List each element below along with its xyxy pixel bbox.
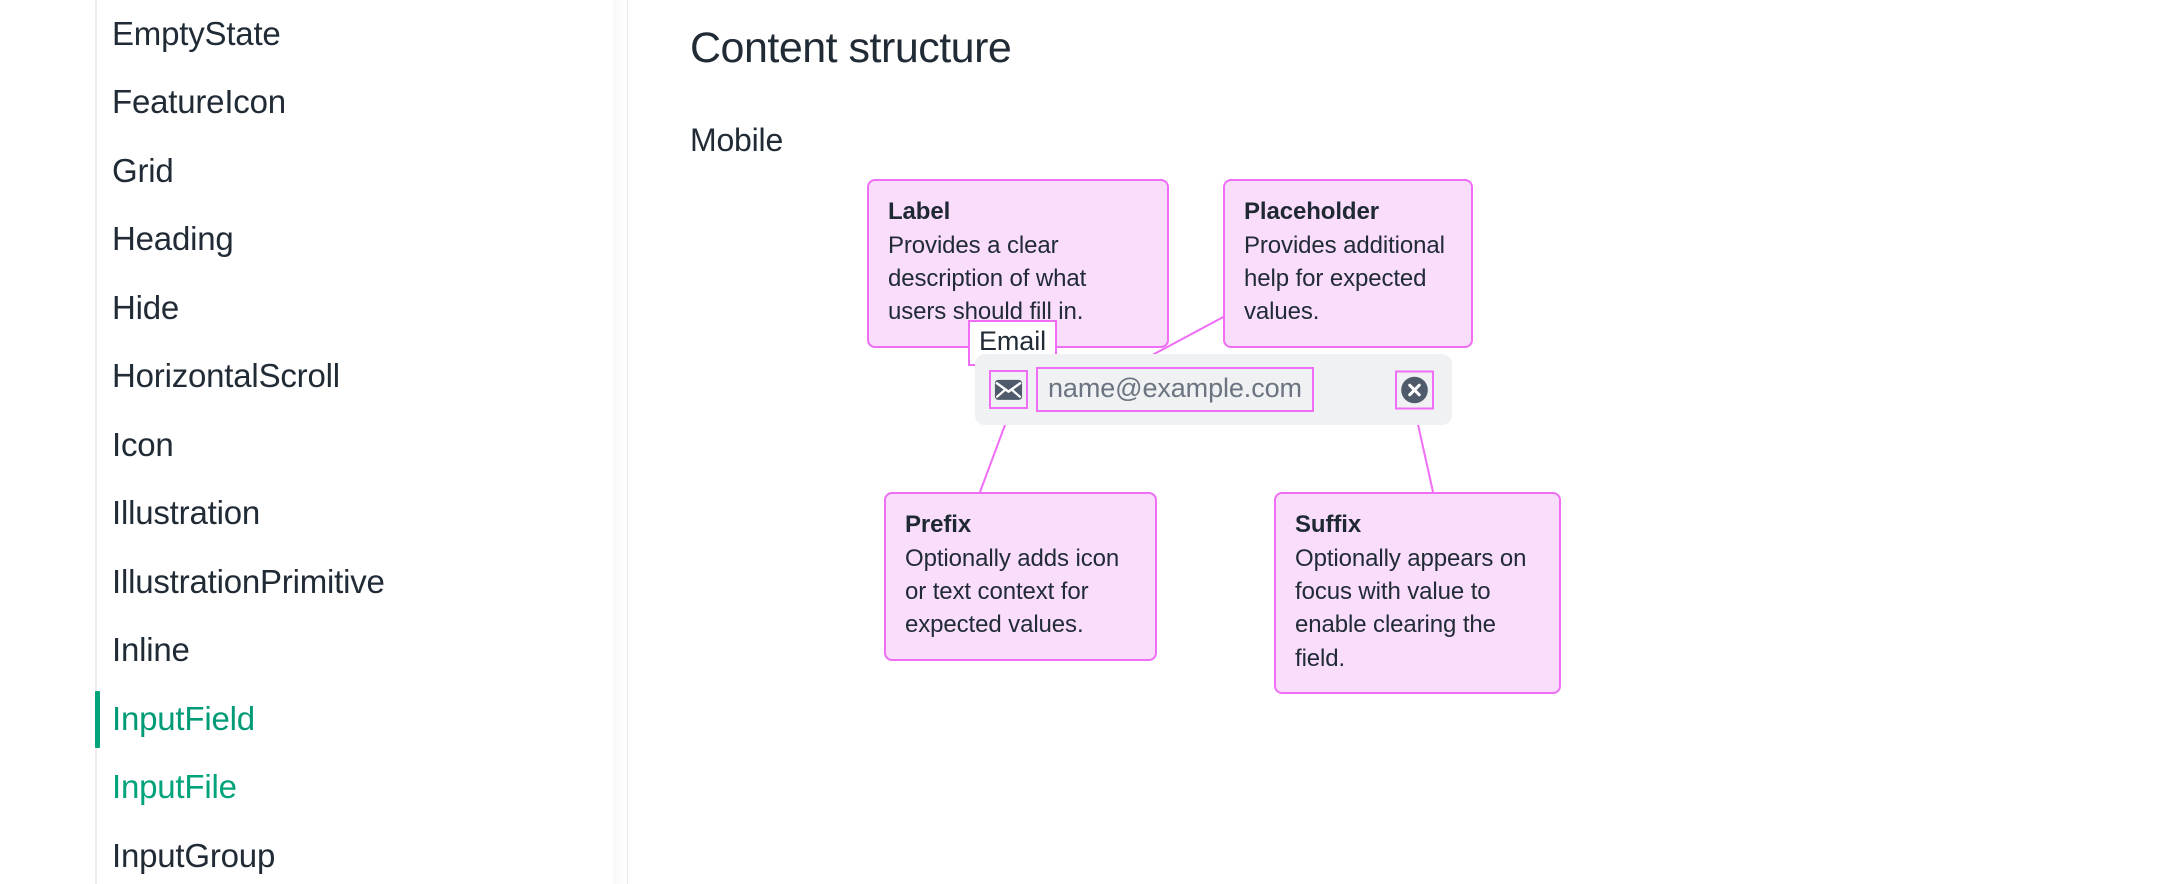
sidebar-item-inputgroup[interactable]: InputGroup <box>0 822 627 884</box>
callout-description: Provides additional help for expected va… <box>1244 232 1445 326</box>
input-placeholder-highlight: name@example.com <box>1036 366 1314 413</box>
input-field[interactable]: name@example.com <box>975 354 1452 425</box>
sidebar-item-label: HorizontalScroll <box>112 357 340 395</box>
sidebar-nav-list: EmptyState FeatureIcon Grid Heading Hide… <box>0 0 627 884</box>
callout-description: Optionally appears on focus with value t… <box>1295 545 1527 672</box>
page-title: Content structure <box>690 24 1012 72</box>
sidebar-item-inputfile[interactable]: InputFile <box>0 754 627 823</box>
callout-title: Label <box>888 198 951 225</box>
sidebar-item-horizontalscroll[interactable]: HorizontalScroll <box>0 343 627 412</box>
callout-placeholder: Placeholder Provides additional help for… <box>1223 179 1473 348</box>
sidebar-item-icon[interactable]: Icon <box>0 411 627 480</box>
callout-prefix: Prefix Optionally adds icon or text cont… <box>884 492 1157 661</box>
callout-title: Suffix <box>1295 511 1362 538</box>
input-prefix-highlight <box>989 370 1028 409</box>
mail-icon <box>994 379 1023 400</box>
content-structure-diagram: Label Provides a clear description of wh… <box>628 0 2178 884</box>
sidebar-item-grid[interactable]: Grid <box>0 137 627 206</box>
sidebar-item-label: EmptyState <box>112 14 281 52</box>
main-content: Content structure Mobile Label Provides … <box>628 0 2178 884</box>
sidebar-rail <box>95 0 97 884</box>
input-field-label-text: Email <box>979 326 1047 356</box>
sidebar-item-label: Grid <box>112 151 174 189</box>
sidebar-item-featureicon[interactable]: FeatureIcon <box>0 69 627 138</box>
clear-circle-icon[interactable] <box>1399 374 1430 405</box>
sidebar-item-label: Icon <box>112 425 174 463</box>
component-sidebar: EmptyState FeatureIcon Grid Heading Hide… <box>0 0 628 884</box>
connector-lines <box>979 284 1434 493</box>
sidebar-item-inline[interactable]: Inline <box>0 617 627 686</box>
sidebar-item-emptystate[interactable]: EmptyState <box>0 0 627 69</box>
sidebar-item-label: Illustration <box>112 494 261 532</box>
input-suffix-highlight <box>1395 370 1434 409</box>
callout-title: Placeholder <box>1244 198 1379 225</box>
sidebar-item-label: Hide <box>112 288 180 326</box>
callout-description: Optionally adds icon or text context for… <box>905 545 1120 639</box>
sidebar-item-inputfield[interactable]: InputField <box>0 685 627 754</box>
callout-title: Prefix <box>905 511 972 538</box>
sidebar-item-hide[interactable]: Hide <box>0 274 627 343</box>
sidebar-item-label: Inline <box>112 631 190 669</box>
callout-suffix: Suffix Optionally appears on focus with … <box>1274 492 1561 694</box>
sidebar-item-label: InputFile <box>112 768 237 806</box>
callout-description: Provides a clear description of what use… <box>888 232 1087 326</box>
input-placeholder-text: name@example.com <box>1048 372 1302 403</box>
sidebar-item-illustrationprimitive[interactable]: IllustrationPrimitive <box>0 548 627 617</box>
section-title-mobile: Mobile <box>690 122 784 158</box>
sidebar-item-label: FeatureIcon <box>112 83 286 121</box>
sidebar-item-label: InputField <box>112 699 255 737</box>
sidebar-item-heading[interactable]: Heading <box>0 206 627 275</box>
sidebar-item-illustration[interactable]: Illustration <box>0 480 627 549</box>
sidebar-item-label: Heading <box>112 220 234 258</box>
sidebar-item-label: InputGroup <box>112 836 276 874</box>
sidebar-item-label: IllustrationPrimitive <box>112 562 385 600</box>
